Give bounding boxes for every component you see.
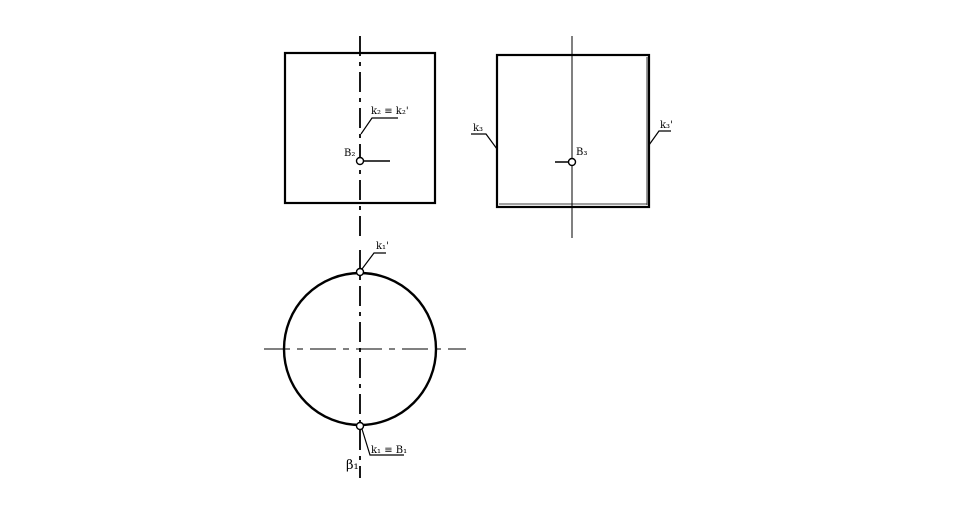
top-view-lower-label: k₁ ≡ B₁ xyxy=(371,445,407,456)
front-view-axis-label: k₂ ≡ k₂' xyxy=(371,106,409,117)
front-view-point-b2 xyxy=(355,156,365,166)
top-view: k₁' k₁ ≡ B₁ β₁ xyxy=(264,241,466,478)
top-view-leader-upper xyxy=(361,252,386,270)
front-view: k₂ ≡ k₂' B₂ xyxy=(283,36,437,238)
side-view-left-label: k₃ xyxy=(473,123,483,134)
side-view-point-label: B₃ xyxy=(576,147,587,158)
top-view-point-upper xyxy=(355,267,365,277)
side-view-square xyxy=(495,53,651,209)
front-view-point-label: B₂ xyxy=(344,148,355,159)
side-view-right-label: k₃' xyxy=(660,120,673,131)
side-view-leader-right xyxy=(648,130,671,146)
top-view-upper-label: k₁' xyxy=(376,241,389,252)
side-view-leader-left xyxy=(471,133,498,150)
top-view-point-lower xyxy=(355,421,365,431)
side-view: k₃ k₃' B₃ xyxy=(471,36,673,238)
front-view-leader xyxy=(360,117,398,135)
top-view-leader-lower xyxy=(361,428,404,456)
side-view-point-b3 xyxy=(567,157,577,167)
plane-label: β₁ xyxy=(346,458,359,473)
